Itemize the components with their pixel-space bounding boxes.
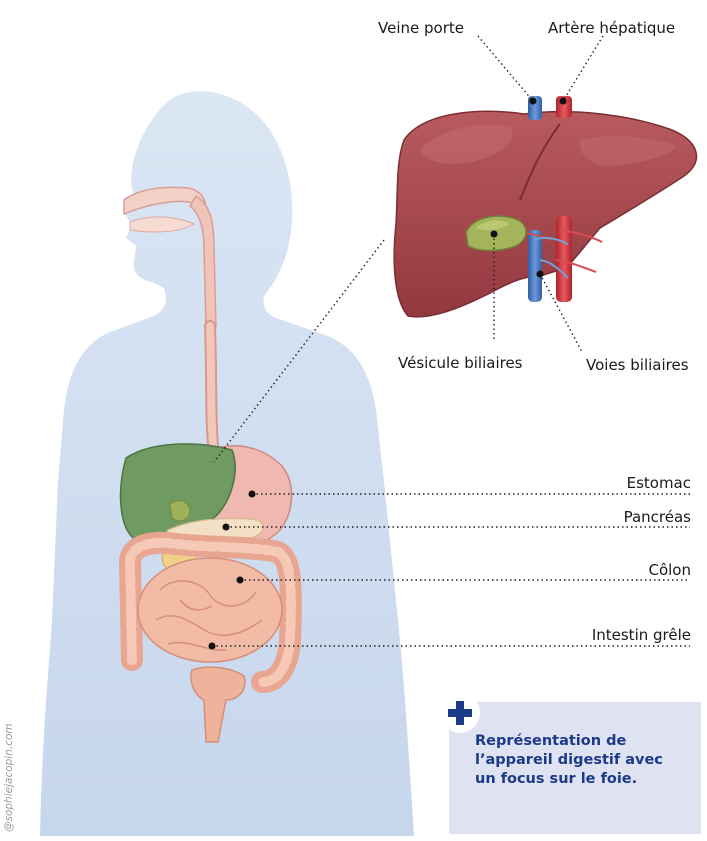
label-colon: Côlon <box>648 561 691 579</box>
tongue <box>129 216 196 233</box>
caption-box: Représentation de l’appareil digestif av… <box>449 702 701 834</box>
portal-vein-lower <box>528 230 542 302</box>
caption-text: Représentation de l’appareil digestif av… <box>475 733 663 787</box>
gallbladder-highlight <box>476 220 510 231</box>
credit-watermark: @sophiejacopin.com <box>3 723 15 832</box>
label-veine-porte: Veine porte <box>378 19 464 37</box>
liver-highlight-right <box>579 135 676 166</box>
gallbladder-small <box>169 500 191 522</box>
label-dots <box>208 97 567 650</box>
liver-small <box>119 443 236 541</box>
rectum <box>190 666 246 743</box>
liver-highlight <box>420 124 513 164</box>
esophagus-inner <box>206 322 218 460</box>
colon-highlight <box>124 537 296 687</box>
label-voies-biliaires: Voies biliaires <box>586 356 689 374</box>
label-pancreas: Pancréas <box>623 508 691 526</box>
bile-ducts <box>533 236 569 279</box>
plus-icon <box>440 693 480 733</box>
label-intestin-grele: Intestin grêle <box>591 626 691 644</box>
leader-lines <box>212 35 690 647</box>
hepatic-artery-lower <box>556 216 572 302</box>
liver-lobe-line <box>519 123 561 201</box>
small-intestine <box>137 557 283 663</box>
label-artere-hepatique: Artère hépatique <box>548 19 676 37</box>
label-estomac: Estomac <box>626 474 691 492</box>
label-vesicule-biliaire: Vésicule biliaires <box>398 354 523 372</box>
